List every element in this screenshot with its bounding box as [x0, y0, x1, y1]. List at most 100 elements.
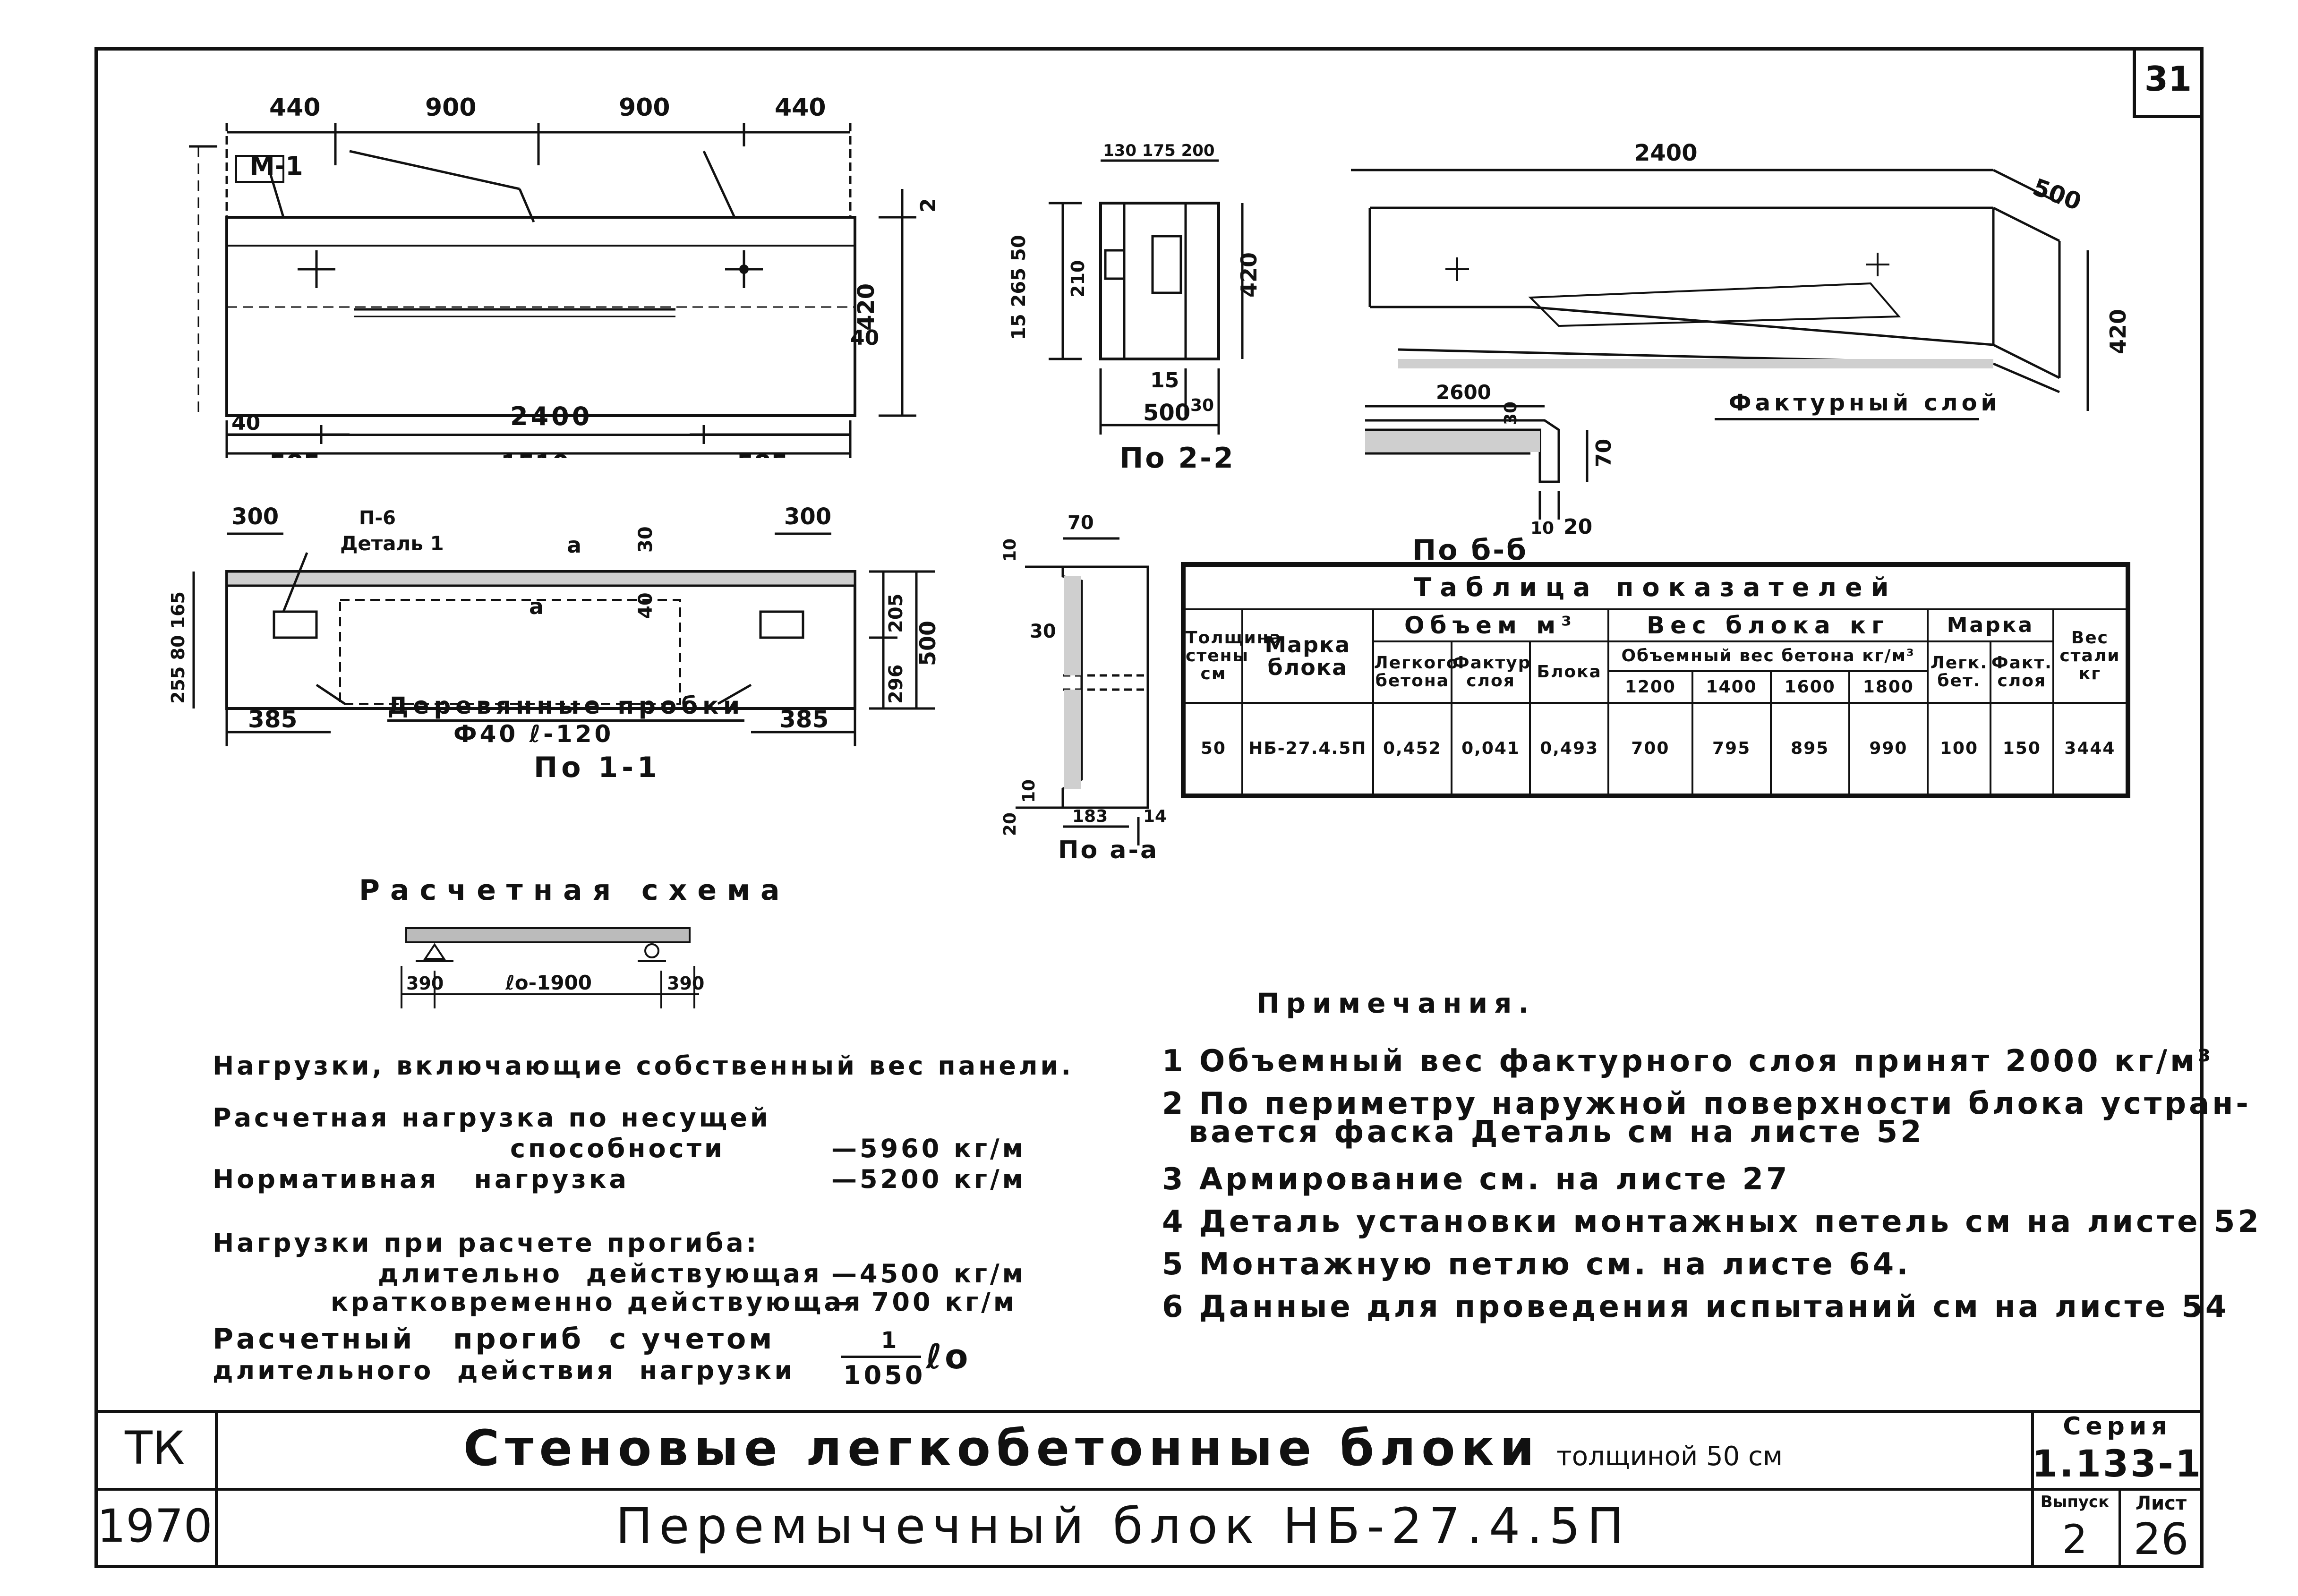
th-mark: Марка блока [1241, 608, 1374, 704]
sbb-dim-70: 70 [1592, 439, 1616, 468]
scheme-dim-right: 390 [667, 973, 704, 994]
loads-calc-l1: Расчетный прогиб с учетом [213, 1323, 775, 1356]
note-5: 5 Монтажную петлю см. на листе 64. [1162, 1247, 1911, 1282]
th-weight: Вес блока кг [1607, 608, 1929, 642]
sheet-number: 31 [2144, 59, 2192, 99]
s22-dim-15: 15 [1150, 368, 1179, 393]
loads-defl-heading: Нагрузки при расчете прогиба: [213, 1228, 760, 1258]
dim-bottom-585-right: 585 [737, 450, 788, 458]
loads-short-val: — 700 кг/м [831, 1287, 1017, 1317]
dim-small: 2 [916, 198, 940, 213]
cell-w1200: 700 [1607, 702, 1693, 795]
note-2b: вается фаска Деталь см на листе 52 [1162, 1115, 1924, 1150]
drawing-frame [94, 47, 2204, 1568]
scheme-dim-left: 390 [406, 973, 444, 994]
saa-dim-70: 70 [1068, 512, 1094, 534]
th-grade: Марка [1926, 608, 2054, 642]
sbb-dim-10: 10 [1530, 519, 1554, 538]
plan-1-1-drawing: 300 300 П-6 Деталь 1 а а 30 40 255 80 16… [168, 505, 940, 746]
plan-dims-left: 255 80 165 [168, 591, 188, 704]
cell-grade-fact: 150 [1989, 702, 2054, 795]
loads-calc-den: 1050 [843, 1360, 926, 1390]
plan-label: По 1-1 [534, 751, 661, 784]
cell-vol-fact: 0,041 [1450, 702, 1531, 795]
saa-dim-183: 183 [1072, 807, 1108, 826]
dim-top-440-right: 440 [775, 94, 826, 122]
dim-top-900-a: 900 [425, 94, 477, 122]
note-2a: 2 По периметру наружной поверхности блок… [1162, 1086, 2251, 1121]
cell-w1400: 795 [1691, 702, 1772, 795]
title-block [94, 1410, 2204, 1568]
plan-dim-205: 205 [885, 594, 907, 633]
iso-layer-underline [1715, 418, 1979, 420]
loads-heading: Нагрузки, включающие собственный вес пан… [213, 1051, 1074, 1081]
title-block-name: Перемычечный блок НБ-27.4.5П [615, 1497, 1631, 1555]
iso-layer-label: Фактурный слой [1729, 390, 2001, 416]
th-steel: Вес стали кг [2052, 608, 2128, 704]
dim-height-420: 420 [853, 283, 880, 331]
dim-bottom-585-left: 585 [269, 450, 321, 458]
dim-total-line [227, 434, 850, 436]
note-4: 4 Деталь установки монтажных петель см н… [1162, 1204, 2262, 1239]
title-divider-left [215, 1410, 218, 1568]
stamp-year: 1970 [97, 1500, 213, 1553]
scheme-title: Расчетная схема [359, 874, 790, 907]
plan-dim-385-right: 385 [779, 706, 829, 733]
notes-heading: Примечания. [1256, 987, 1536, 1019]
cell-mark: НБ-27.4.5П [1241, 702, 1374, 795]
th-vol-light: Легкого бетона [1372, 640, 1458, 704]
iso-view-drawing: 2400 500 420 [1351, 140, 2131, 411]
section-aa-drawing: 70 10 30 20 10 183 14 [1000, 512, 1167, 845]
th-w1600: 1600 [1769, 670, 1850, 704]
plan-dim-40: 40 [635, 592, 657, 619]
scheme-drawing: 390 ℓо-1900 390 [401, 927, 704, 1008]
scheme-span: ℓо-1900 [505, 971, 592, 994]
dim-top-440-left: 440 [269, 94, 321, 122]
iso-dim-length: 2400 [1634, 140, 1698, 166]
sbb-dim-30: 30 [1501, 401, 1521, 425]
issue-value: 2 [2062, 1516, 2088, 1562]
loads-calc-l2: длительного действия нагрузки [213, 1356, 795, 1385]
section-bb-drawing: 2600 30 70 10 20 [1365, 381, 1616, 539]
mark-m1: М-1 [249, 151, 303, 181]
saa-dim-14: 14 [1143, 807, 1167, 826]
s22-dim-210: 210 [1068, 260, 1088, 298]
loads-long-val: —4500 кг/м [831, 1259, 1026, 1289]
iso-dim-depth: 500 [2029, 173, 2085, 216]
loads-design-l2: способности [510, 1134, 725, 1163]
loads-calc-num: 1 [881, 1327, 900, 1354]
th-vol-fact: Фактур слоя [1450, 640, 1531, 704]
dim-top-900-b: 900 [619, 94, 670, 122]
sbb-dim-len: 2600 [1436, 381, 1491, 404]
cell-w1600: 895 [1769, 702, 1850, 795]
series-label: Серия [2063, 1412, 2172, 1441]
s22-dim-420: 420 [1236, 252, 1261, 298]
cell-steel: 3444 [2052, 702, 2128, 795]
loads-short: кратковременно действующая [331, 1287, 863, 1317]
plan-dim-296: 296 [885, 665, 907, 704]
cell-vol-light: 0,452 [1372, 702, 1452, 795]
loads-norm: Нормативная нагрузка [213, 1164, 629, 1194]
loads-design-l1: Расчетная нагрузка по несущей [213, 1103, 771, 1133]
plan-mark-a2: а [529, 594, 544, 619]
issue-label: Выпуск [2040, 1493, 2110, 1511]
series-value: 1.133-1 [2032, 1443, 2203, 1485]
plan-dim-500: 500 [915, 621, 940, 666]
loads-calc-bar [841, 1356, 921, 1358]
th-weight-sub: Объемный вес бетона кг/м³ [1607, 640, 1929, 672]
th-w1200: 1200 [1607, 670, 1693, 704]
note-6: 6 Данные для проведения испытаний см на … [1162, 1289, 2230, 1324]
loads-norm-val: —5200 кг/м [831, 1164, 1026, 1194]
plan-plugs-label: Деревянные пробки [387, 692, 745, 722]
indicators-table: Таблица показателей Толщина стены см Мар… [1181, 562, 2130, 798]
loads-calc-sym: ℓо [926, 1337, 971, 1376]
note-3: 3 Армирование см. на листе 27 [1162, 1162, 1790, 1197]
th-grade-fact: Факт. слоя [1989, 640, 2054, 704]
dim-40-left: 40 [231, 411, 260, 435]
saa-dim-30: 30 [1030, 621, 1056, 642]
saa-label: По а-а [1058, 836, 1159, 864]
saa-dim-20: 20 [1000, 812, 1020, 836]
title-suffix-text: толщиной 50 см [1556, 1441, 1783, 1472]
s22-dim-30: 30 [1190, 396, 1214, 415]
th-wall: Толщина стены см [1184, 608, 1281, 704]
